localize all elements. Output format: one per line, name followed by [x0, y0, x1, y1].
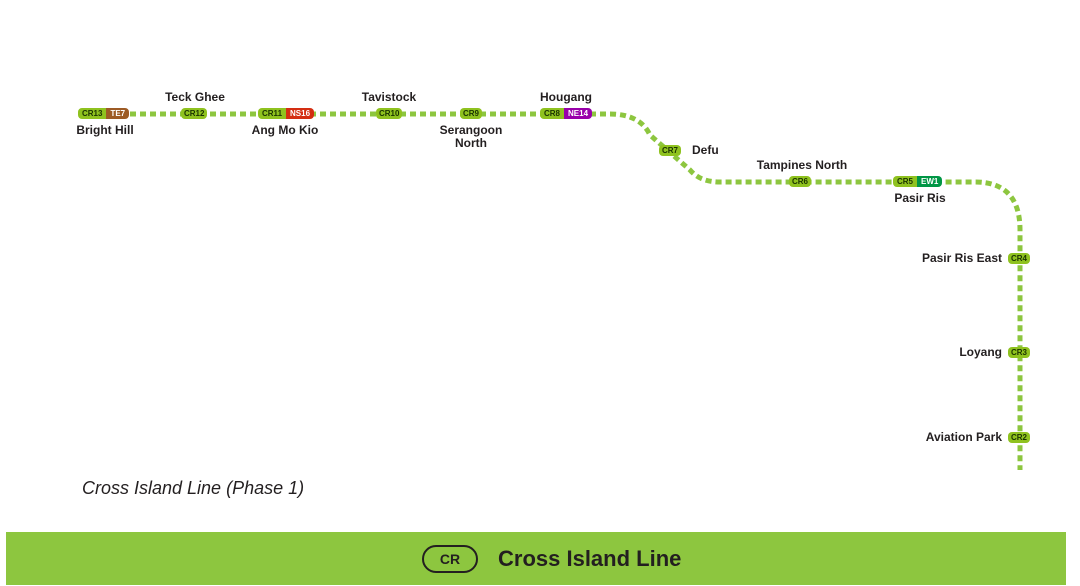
line-legend-bar — [6, 532, 1066, 585]
station-code-cr5[interactable]: CR5 EW1 — [893, 176, 943, 187]
station-code-cr10[interactable]: CR10 — [376, 108, 403, 119]
station-code-cr4[interactable]: CR4 — [1008, 253, 1031, 264]
ew-interchange-code: EW1 — [917, 176, 943, 187]
phase-caption: Cross Island Line (Phase 1) — [82, 478, 305, 498]
station-name-loyang[interactable]: Loyang — [959, 345, 1002, 359]
cr-code: CR5 — [893, 176, 918, 187]
station-name-tampines-north[interactable]: Tampines North — [756, 158, 848, 172]
station-code-cr3[interactable]: CR3 — [1008, 347, 1031, 358]
line-name-title: Cross Island Line — [498, 546, 682, 571]
station-code-cr7[interactable]: CR7 — [659, 145, 682, 156]
station-name-defu[interactable]: Defu — [692, 143, 719, 157]
station-code-cr2[interactable]: CR2 — [1008, 432, 1031, 443]
station-name-bright-hill[interactable]: Bright Hill — [76, 123, 134, 137]
station-code-cr8[interactable]: CR8 NE14 — [540, 108, 593, 119]
station-code-cr9[interactable]: CR9 — [460, 108, 483, 119]
station-code-cr11[interactable]: CR11 NS16 — [258, 108, 315, 119]
cr-code: CR13 — [78, 108, 107, 119]
station-code-cr12[interactable]: CR12 — [181, 108, 208, 119]
cr-code: CR11 — [258, 108, 287, 119]
te-interchange-code: TE7 — [106, 108, 130, 119]
ne-interchange-code: NE14 — [564, 108, 593, 119]
station-name-pasir-ris[interactable]: Pasir Ris — [894, 191, 946, 205]
station-name-teck-ghee[interactable]: Teck Ghee — [165, 90, 225, 104]
station-name-pasir-ris-east[interactable]: Pasir Ris East — [921, 251, 1002, 265]
station-code-cr13[interactable]: CR13 TE7 — [78, 108, 130, 119]
station-name-serangoon-north[interactable]: Serangoon North — [439, 123, 503, 150]
cr-code: CR8 — [540, 108, 565, 119]
station-name-ang-mo-kio[interactable]: Ang Mo Kio — [251, 123, 319, 137]
ns-interchange-code: NS16 — [286, 108, 315, 119]
station-code-cr6[interactable]: CR6 — [789, 176, 812, 187]
station-name-hougang[interactable]: Hougang — [540, 90, 592, 104]
line-code-badge: CR — [422, 545, 478, 573]
station-name-tavistock[interactable]: Tavistock — [361, 90, 417, 104]
line-main-track — [80, 111, 1023, 470]
station-name-aviation-park[interactable]: Aviation Park — [925, 430, 1002, 444]
